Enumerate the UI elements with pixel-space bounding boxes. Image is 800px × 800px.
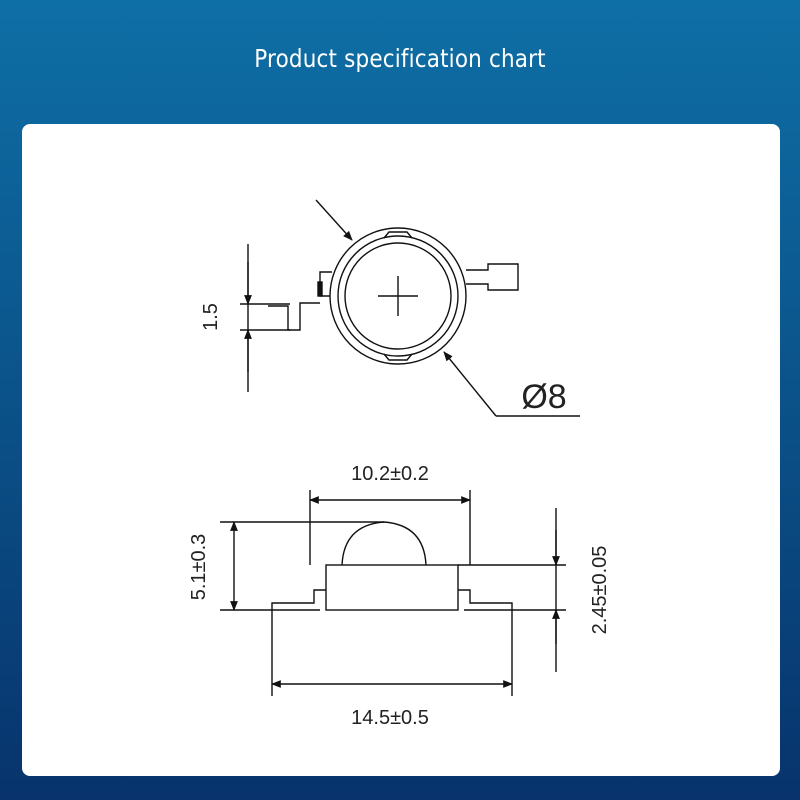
led-lens [344,242,452,350]
side-view [220,490,566,696]
dim-label-5-1: 5.1±0.3 [188,534,210,601]
top-notch [383,231,413,239]
diameter-leader-bottom [443,351,497,417]
led-inner-ring [337,235,459,357]
page-title: Product specification chart [254,44,546,73]
right-lead [466,263,519,291]
top-view [240,199,580,417]
diameter-leader-top [315,199,353,241]
bottom-notch [383,353,413,361]
side-left-lead [271,589,326,611]
left-lead-tab [268,302,320,331]
left-lead-marker [317,281,323,297]
dim-label-10-2: 10.2±0.2 [351,463,429,485]
dim-label-2-45: 2.45±0.05 [589,546,611,635]
dim-label-1-5: 1.5 [200,303,222,331]
dim-label-14-5: 14.5±0.5 [351,707,429,729]
dim-label-diameter: Ø8 [521,378,566,416]
lens-dome [341,521,427,566]
led-body [325,564,459,611]
side-right-lead [458,589,513,611]
